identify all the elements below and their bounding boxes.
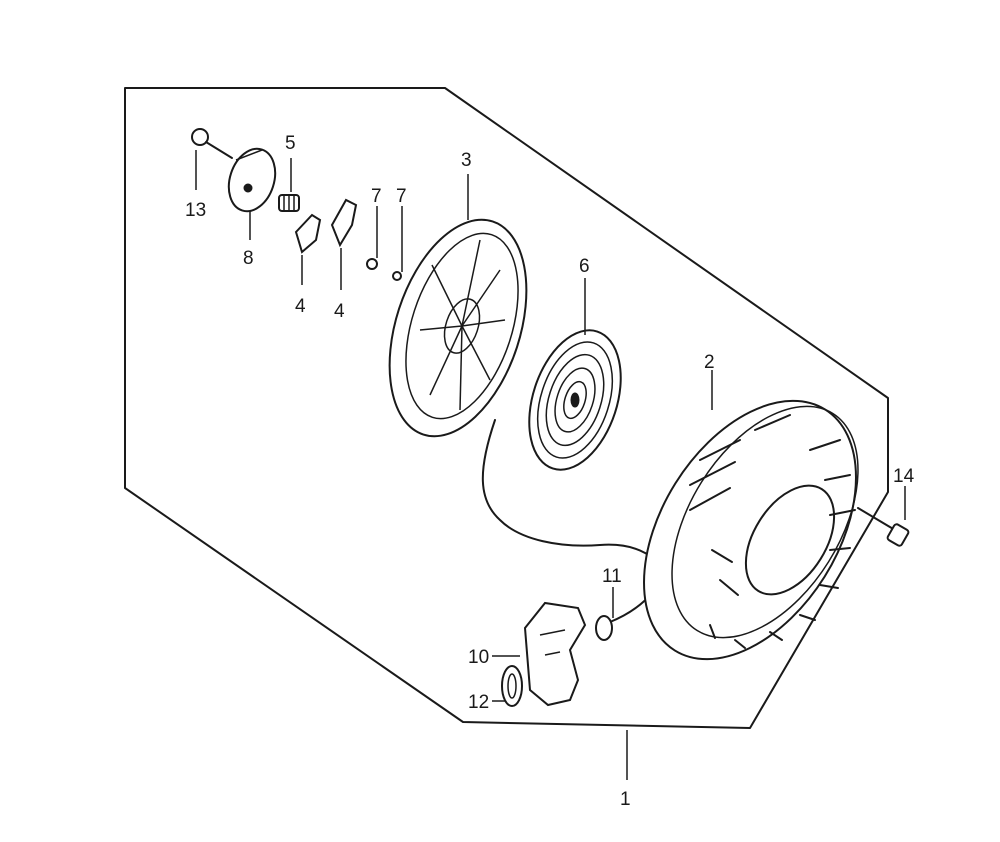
- rope-knot: [595, 615, 613, 641]
- reel-pulley: [388, 218, 528, 438]
- friction-spring: [278, 194, 300, 212]
- callout-14: 14: [893, 466, 915, 487]
- ratchet-right: [330, 198, 358, 248]
- callout-1: 1: [620, 789, 631, 810]
- ratchet-spring-left: [366, 258, 378, 270]
- callout-5: 5: [285, 133, 296, 154]
- callout-8: 8: [243, 248, 254, 269]
- callout-4-right: 4: [334, 301, 345, 322]
- callout-4-left: 4: [295, 296, 306, 317]
- callout-7-left: 7: [371, 186, 382, 207]
- starter-case: [643, 399, 859, 661]
- ratchet-guide: [227, 147, 277, 213]
- callout-6: 6: [579, 256, 590, 277]
- callout-2: 2: [704, 352, 715, 373]
- recoil-spring: [528, 329, 622, 471]
- set-screw: [191, 128, 233, 159]
- callout-11: 11: [602, 566, 622, 587]
- ratchet-spring-right: [392, 271, 402, 281]
- assembly-boundary: [124, 87, 889, 729]
- flange-bolt: [857, 507, 910, 547]
- starter-grip: [523, 601, 587, 707]
- callout-7-right: 7: [396, 186, 407, 207]
- callout-3: 3: [461, 150, 472, 171]
- callout-13: 13: [185, 200, 206, 221]
- callout-12: 12: [468, 692, 489, 713]
- leader-lines: [195, 150, 906, 780]
- ratchet-left: [294, 213, 322, 254]
- callout-10: 10: [468, 647, 489, 668]
- grip-insert: [501, 665, 523, 707]
